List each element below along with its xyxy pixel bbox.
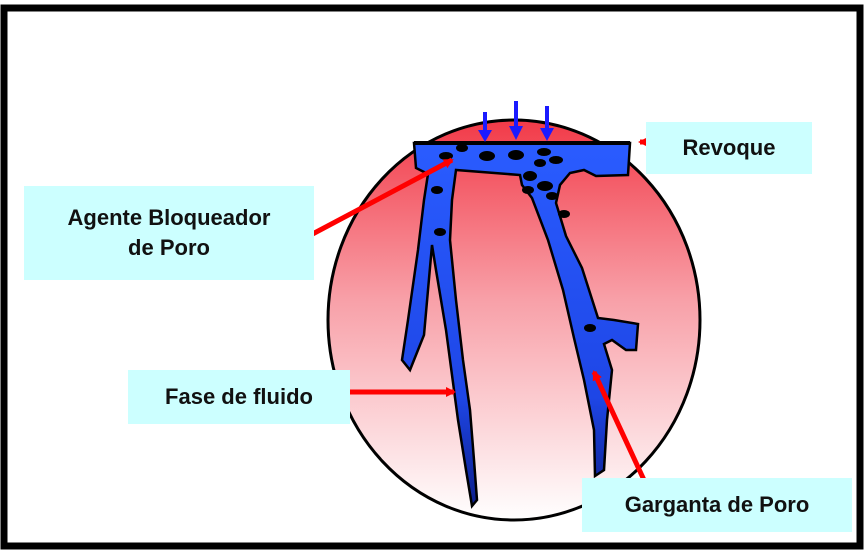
label-agente-bloqueador: Agente Bloqueador de Poro: [24, 186, 314, 280]
label-revoque: Revoque: [646, 122, 812, 174]
label-agente-line1: Agente Bloqueador: [68, 203, 271, 233]
label-garganta-de-poro: Garganta de Poro: [582, 478, 852, 532]
label-agente-line2: de Poro: [128, 233, 210, 263]
label-fase-de-fluido: Fase de fluido: [128, 370, 350, 424]
label-fase-text: Fase de fluido: [165, 382, 313, 412]
rock-sample-circle: [328, 120, 700, 520]
label-garganta-text: Garganta de Poro: [625, 490, 810, 520]
label-revoque-text: Revoque: [683, 133, 776, 163]
